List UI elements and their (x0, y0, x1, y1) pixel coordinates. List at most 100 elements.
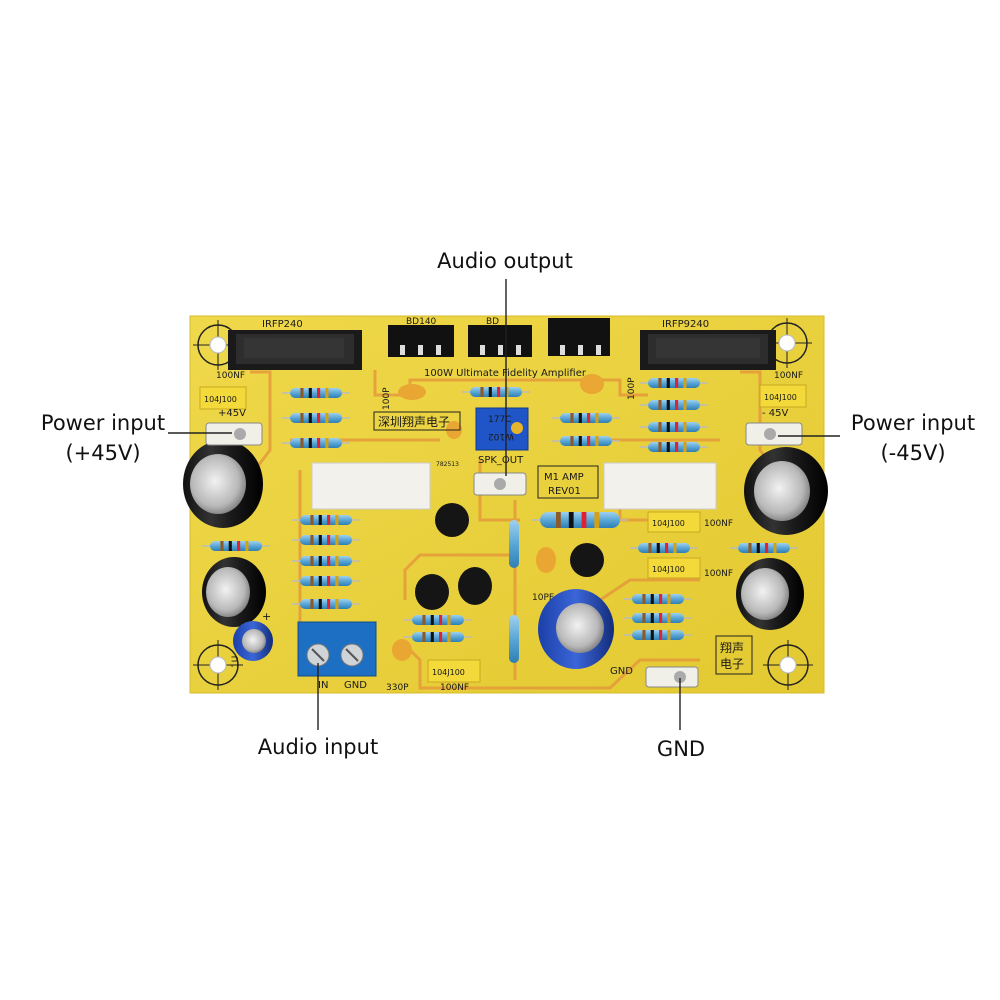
resistor (290, 438, 342, 448)
resistor-band (650, 630, 654, 640)
resistor (470, 387, 522, 397)
resistor-band (587, 413, 591, 423)
resistor-band (327, 556, 331, 566)
resistor-band (335, 556, 339, 566)
resistor-band (683, 422, 687, 432)
label-100nf-mid1: 100NF (704, 519, 733, 529)
label-100nf-mid2: 100NF (704, 569, 733, 579)
resistor-band (325, 438, 329, 448)
resistor-band (300, 438, 304, 448)
resistor-band (659, 630, 663, 640)
label-gnd-in: GND (344, 680, 367, 691)
capacitor-blue-center (538, 589, 614, 669)
resistor-band (308, 413, 312, 423)
resistor-band (318, 599, 322, 609)
resistor-band (310, 556, 314, 566)
resistor-band (658, 378, 662, 388)
capacitor-mid-right (736, 558, 804, 630)
resistor-band (756, 543, 760, 553)
resistor-band (675, 422, 679, 432)
label-cap-mid2: 104J100 (652, 565, 685, 574)
resistor-band (658, 422, 662, 432)
resistor-band (310, 515, 314, 525)
label-cap-left: 104J100 (204, 395, 237, 404)
label-plus: + (262, 610, 271, 623)
resistor-band (642, 613, 646, 623)
label-cn-small-1: 翔声 (720, 641, 744, 655)
resistor-band (581, 512, 587, 528)
resistor-band (220, 541, 224, 551)
resistor-band (300, 388, 304, 398)
resistor-band (648, 543, 652, 553)
label-100nf-right: 100NF (774, 371, 803, 381)
resistor-band (447, 632, 451, 642)
label-100p-right: 100P (627, 377, 637, 400)
resistor-band (310, 576, 314, 586)
callout-power-neg-line1: Power input (850, 411, 976, 435)
resistor-band (325, 413, 329, 423)
callout-gnd-text: GND (656, 737, 706, 761)
label-pot: W102 (488, 431, 514, 441)
resistor (300, 556, 352, 566)
resistor-band (570, 436, 574, 446)
callout-power-input-positive: Power input (+45V) (28, 408, 178, 469)
resistor-band (327, 576, 331, 586)
resistor-band (656, 543, 660, 553)
resistor (300, 599, 352, 609)
label-100nf-left: 100NF (216, 371, 245, 381)
resistor-band (650, 613, 654, 623)
label-plus45v: +45V (218, 408, 246, 419)
resistor-band (659, 594, 663, 604)
resistor (509, 520, 519, 568)
resistor (632, 613, 684, 623)
resistor-band (666, 378, 670, 388)
film-capacitors (199, 384, 807, 683)
resistor (412, 632, 464, 642)
label-in: IN (318, 680, 328, 691)
label-irfp240: IRFP240 (262, 319, 303, 330)
resistor-band (237, 541, 241, 551)
resistor-band (422, 632, 426, 642)
resistor-band (570, 413, 574, 423)
resistor-band (228, 541, 232, 551)
resistor-band (658, 442, 662, 452)
resistor-band (327, 535, 331, 545)
resistor-band (673, 543, 677, 553)
resistor-band (318, 576, 322, 586)
resistor-band (587, 436, 591, 446)
capacitor-large-right (744, 447, 828, 535)
resistor-band (683, 378, 687, 388)
input-terminal-block (297, 621, 377, 677)
label-resistor-code: 782513 (436, 461, 459, 468)
resistor-band (335, 599, 339, 609)
resistor-band (308, 388, 312, 398)
resistor-band (439, 615, 443, 625)
resistor-band (327, 599, 331, 609)
trim-potentiometer (475, 407, 529, 451)
resistor (300, 576, 352, 586)
label-rev01: REV01 (548, 486, 581, 497)
resistor-band (335, 576, 339, 586)
resistor-band (310, 599, 314, 609)
resistor (412, 615, 464, 625)
resistor-band (765, 543, 769, 553)
resistor-band (430, 632, 434, 642)
label-100nf-bottom: 100NF (440, 683, 469, 693)
resistor-band (666, 422, 670, 432)
resistor (290, 388, 342, 398)
resistor-band (497, 387, 501, 397)
resistor-band (642, 594, 646, 604)
resistor-band (667, 630, 671, 640)
driver-transistors (388, 318, 610, 357)
resistor-band (667, 594, 671, 604)
resistor-band (300, 413, 304, 423)
label-cap-mid1: 104J100 (652, 519, 685, 528)
label-10pf: 10PF (532, 593, 554, 603)
label-330p: 330P (386, 683, 409, 693)
label-bd-mid: BD (486, 317, 499, 327)
label-bd139: BD140 (406, 317, 437, 327)
resistor-band (422, 615, 426, 625)
resistor (648, 400, 700, 410)
resistor-band (658, 400, 662, 410)
resistor-band (595, 413, 599, 423)
